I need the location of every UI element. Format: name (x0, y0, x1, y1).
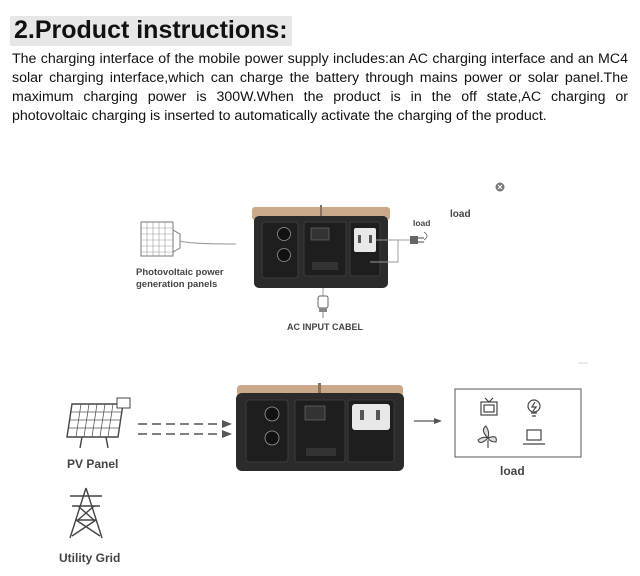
utility-grid-label: Utility Grid (59, 551, 120, 565)
ac-input-cable-icon (317, 288, 329, 318)
section-heading: 2.Product instructions: (14, 16, 288, 44)
load-box (454, 388, 582, 458)
input-arrows (138, 420, 232, 438)
utility-grid-icon (69, 487, 103, 539)
pv-panel-icon (66, 397, 131, 449)
diagram-1: Photovoltaic power generation panels (136, 182, 505, 332)
laptop-icon (523, 429, 545, 445)
ac-input-label: AC INPUT CABEL (287, 322, 364, 332)
tv-icon (480, 397, 498, 416)
load-label: load (500, 464, 525, 478)
light-bulb-icon (527, 399, 541, 417)
diagram-2: PV Panel Utility Grid (59, 383, 582, 565)
load-plug-icon (410, 231, 428, 244)
power-station-device (252, 205, 390, 288)
heading-background (10, 16, 292, 46)
description-paragraph: The charging interface of the mobile pow… (12, 51, 628, 124)
solar-panel-icon (140, 221, 237, 257)
close-icon (495, 182, 505, 192)
fan-icon (477, 425, 497, 448)
load-label-top: load (450, 209, 471, 220)
power-station-device-2 (236, 383, 404, 471)
pv-panel-label: PV Panel (67, 457, 118, 471)
pv-panel-label-1: Photovoltaic power (136, 267, 224, 278)
load-label-small: load (413, 218, 430, 228)
pv-panel-label-2: generation panels (136, 279, 217, 290)
